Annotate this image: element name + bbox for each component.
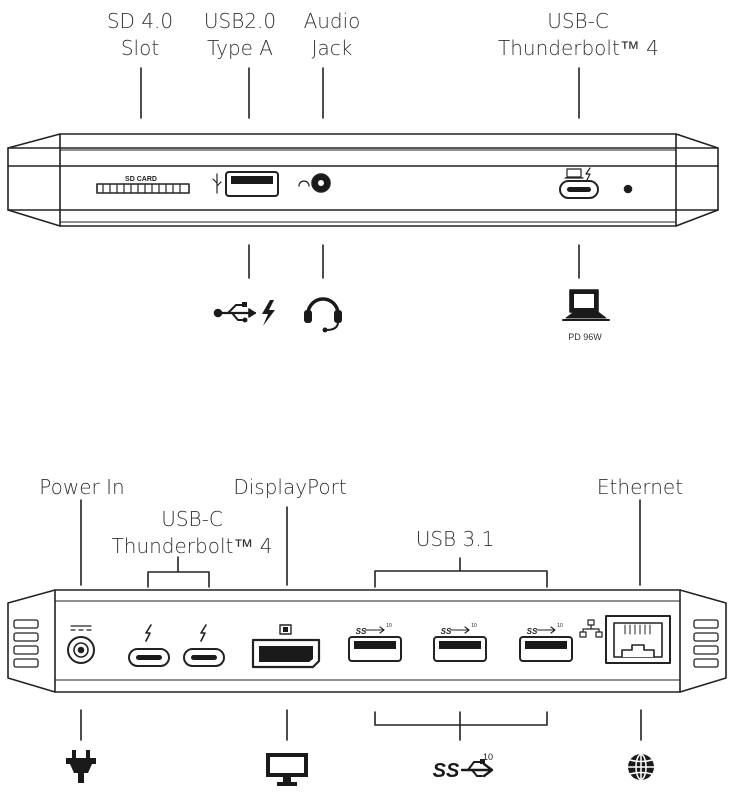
usb31-port-1[interactable] (348, 636, 402, 662)
front-dock-body (7, 133, 719, 227)
audio-jack-port[interactable] (311, 173, 331, 193)
right-vent-grille (693, 619, 719, 668)
rear-thunderbolt-label-line1: USB-C (161, 507, 223, 531)
power-in-label: Power In (39, 475, 125, 499)
pd-96w-text: PD 96W (568, 332, 602, 342)
sd-slot-label: SD 4.0 Slot (95, 8, 185, 62)
thunderbolt-icon (145, 624, 152, 642)
usb31-label: USB 3.1 (415, 527, 495, 551)
rear-thunderbolt-bracket (147, 556, 210, 588)
usb31-bracket (374, 557, 548, 588)
left-vent-grille (13, 619, 39, 668)
ss-large-text: SS (433, 760, 460, 782)
ss-port-speed-1: 10 (386, 623, 392, 629)
sd-card-slot[interactable] (96, 183, 190, 194)
power-plug-icon (66, 750, 96, 783)
ss-large-speed: 10 (483, 752, 493, 762)
superspeed-usb-icon (460, 759, 494, 778)
ethernet-port[interactable] (605, 615, 671, 664)
laptop-bolt-mini-icon (564, 167, 591, 181)
front-thunderbolt-port[interactable] (559, 180, 599, 199)
headphone-mini-icon (298, 180, 310, 187)
front-led-indicator (623, 184, 633, 194)
sd-card-text: SD CARD (125, 176, 157, 183)
ss-mini-icon (536, 626, 556, 634)
front-thunderbolt-label-line1: USB-C (547, 9, 609, 33)
usb-bolt-icon (213, 300, 275, 326)
front-thunderbolt-label-line2: Thunderbolt™ 4 (498, 36, 659, 60)
front-thunderbolt-label: USB-C Thunderbolt™ 4 (498, 8, 659, 62)
displayport-label: DisplayPort (233, 475, 347, 499)
network-symbol-icon (579, 619, 603, 638)
thunderbolt-icon (200, 624, 207, 642)
monitor-icon (266, 753, 308, 786)
usb31-port-2[interactable] (433, 636, 487, 662)
usb2-label-line2: Type A (207, 36, 273, 60)
audio-jack-label: Audio Jack (287, 8, 377, 62)
usb2-label-line1: USB2.0 (203, 9, 277, 33)
usb31-port-3[interactable] (519, 636, 573, 662)
headset-icon (304, 297, 342, 333)
audio-jack-label-line2: Jack (311, 36, 353, 60)
usb-symbol-icon (212, 173, 222, 194)
front-usb2-port[interactable] (225, 171, 279, 197)
rear-thunderbolt-port-1[interactable] (128, 648, 170, 667)
dc-symbol-icon (70, 625, 92, 631)
audio-jack-label-line1: Audio (303, 9, 361, 33)
rear-thunderbolt-label: USB-C Thunderbolt™ 4 (102, 506, 282, 560)
displayport-symbol-icon (279, 624, 292, 635)
ethernet-label: Ethernet (596, 475, 684, 499)
laptop-charge-icon (562, 289, 610, 321)
usb31-bottom-bracket (374, 711, 548, 741)
power-in-port[interactable] (67, 636, 95, 664)
sd-slot-label-line1: SD 4.0 (106, 9, 174, 33)
displayport-port[interactable] (251, 638, 321, 669)
ss-port-text-2: SS (441, 627, 452, 636)
ss-port-text-1: SS (356, 627, 367, 636)
ss-port-text-3: SS (527, 627, 538, 636)
ss-port-speed-3: 10 (557, 623, 563, 629)
sd-slot-label-line2: Slot (120, 36, 160, 60)
ss-port-speed-2: 10 (471, 623, 477, 629)
rear-thunderbolt-label-line2: Thunderbolt™ 4 (111, 534, 273, 558)
ss-mini-icon (450, 626, 470, 634)
ss-mini-icon (365, 626, 385, 634)
rear-thunderbolt-port-2[interactable] (183, 648, 225, 667)
globe-icon (627, 753, 655, 781)
usb2-label: USB2.0 Type A (195, 8, 285, 62)
